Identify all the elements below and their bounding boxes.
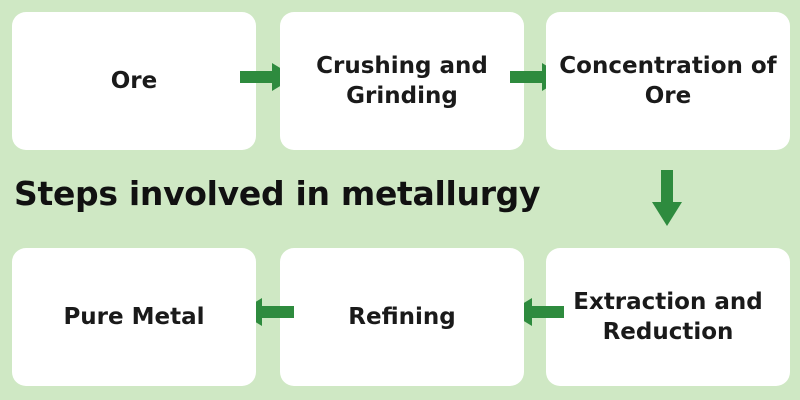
step-label-line1: Crushing and bbox=[316, 53, 488, 79]
arrow-down-icon bbox=[652, 170, 682, 226]
step-label-line2: Ore bbox=[644, 83, 692, 109]
step-box-crushing-grinding: Crushing and Grinding bbox=[280, 12, 524, 150]
step-box-refining: Refining bbox=[280, 248, 524, 386]
step-label-line2: Grinding bbox=[346, 83, 458, 109]
step-box-extraction-reduction: Extraction and Reduction bbox=[546, 248, 790, 386]
step-label-line1: Concentration of bbox=[559, 53, 777, 79]
step-label: Pure Metal bbox=[63, 304, 205, 330]
step-box-concentration: Concentration of Ore bbox=[546, 12, 790, 150]
step-box-ore: Ore bbox=[12, 12, 256, 150]
step-label-line1: Extraction and bbox=[573, 289, 763, 315]
step-label: Refining bbox=[348, 304, 456, 330]
step-box-pure-metal: Pure Metal bbox=[12, 248, 256, 386]
diagram-title: Steps involved in metallurgy bbox=[14, 174, 541, 213]
step-label-line2: Reduction bbox=[602, 319, 734, 345]
step-label: Ore bbox=[110, 68, 158, 94]
